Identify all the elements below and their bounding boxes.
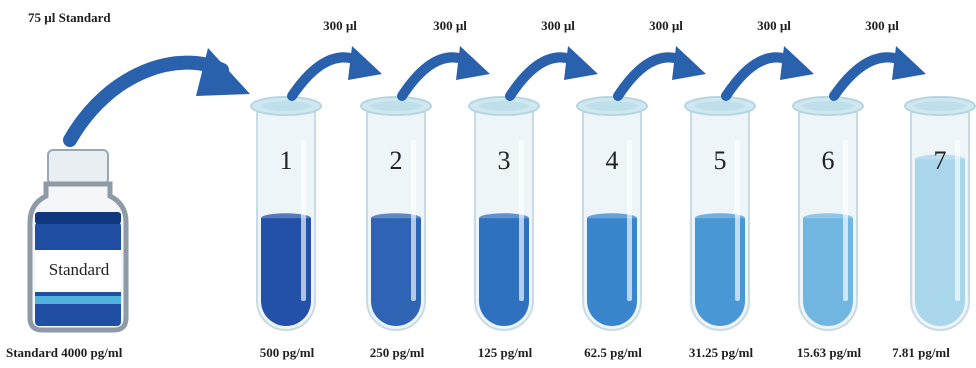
tube-6-opening [803, 101, 853, 111]
tube-4-opening [587, 101, 637, 111]
bottle-liquid-surface [35, 212, 121, 224]
tube-number-7: 7 [920, 146, 960, 176]
tube-number-6: 6 [808, 146, 848, 176]
transfer-volume-1: 300 µl [310, 18, 370, 34]
tube-number-4: 4 [592, 146, 632, 176]
stock-added-label: 75 µl Standard [28, 10, 111, 26]
tube-concentration-5: 31.25 pg/ml [666, 345, 776, 361]
transfer-volume-4: 300 µl [636, 18, 696, 34]
transfer-arrowhead-3 [564, 46, 598, 80]
tube-number-1: 1 [266, 146, 306, 176]
tube-number-3: 3 [484, 146, 524, 176]
transfer-arrowhead-6 [892, 46, 926, 80]
tube-concentration-3: 125 pg/ml [450, 345, 560, 361]
tube-number-5: 5 [700, 146, 740, 176]
stock-concentration-caption: Standard 4000 pg/ml [6, 345, 122, 361]
tube-concentration-7: 7.81 pg/ml [866, 345, 976, 361]
transfer-volume-3: 300 µl [528, 18, 588, 34]
bottle-cap [48, 150, 108, 184]
stock-transfer-arrowhead [196, 48, 250, 96]
tube-concentration-1: 500 pg/ml [232, 345, 342, 361]
transfer-volume-6: 300 µl [852, 18, 912, 34]
transfer-arrowhead-2 [456, 46, 490, 80]
transfer-arrowhead-4 [672, 46, 706, 80]
tube-3-opening [479, 101, 529, 111]
stock-transfer-arrow [70, 63, 222, 140]
tube-7-opening [915, 101, 965, 111]
bottle-stripe [35, 296, 121, 304]
tube-number-2: 2 [376, 146, 416, 176]
tube-2-opening [371, 101, 421, 111]
tube-concentration-4: 62.5 pg/ml [558, 345, 668, 361]
tube-1-opening [261, 101, 311, 111]
transfer-volume-2: 300 µl [420, 18, 480, 34]
bottle-label: Standard [34, 260, 124, 280]
tube-concentration-2: 250 pg/ml [342, 345, 452, 361]
tube-5-opening [695, 101, 745, 111]
transfer-arrowhead-1 [348, 46, 382, 80]
transfer-volume-5: 300 µl [744, 18, 804, 34]
transfer-arrowhead-5 [780, 46, 814, 80]
